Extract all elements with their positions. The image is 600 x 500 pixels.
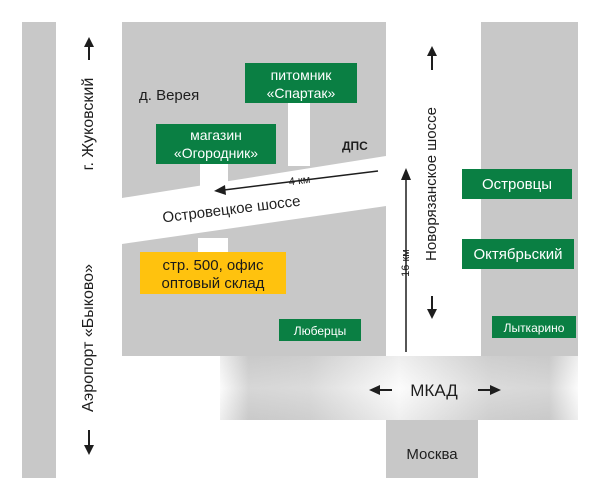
store-line2: оптовый склад: [162, 275, 265, 292]
moskva-label: Москва: [406, 446, 458, 463]
mkad-road-shade: [220, 356, 578, 420]
lyubertsy-sign: Люберцы: [279, 319, 361, 341]
side-road-pitomnik: [288, 100, 310, 166]
pitomnik-spartak-sign: питомник «Спартак»: [245, 63, 357, 103]
ostrovtsy-label: Островцы: [482, 176, 552, 193]
arrow-right-icon: [478, 385, 501, 395]
distance-16km-label: 16 км: [400, 249, 412, 277]
magazin-ogorodnik-sign: магазин «Огородник»: [156, 124, 276, 164]
distance-4km-label: 4 км: [288, 174, 311, 189]
oktyabrsky-label: Октябрьский: [474, 246, 563, 263]
ostrovtsy-sign: Островцы: [462, 169, 572, 199]
pitomnik-line1: питомник: [271, 67, 333, 83]
arrow-up-icon: [84, 37, 94, 60]
arrow-up-icon: [401, 168, 411, 352]
moskva-block: [386, 420, 478, 478]
arrow-left-icon: [369, 385, 392, 395]
dps-label: ДПС: [342, 139, 368, 153]
left-strip-block: [22, 22, 56, 478]
magazin-line1: магазин: [190, 127, 242, 143]
lytkarino-label: Лыткарино: [504, 321, 565, 335]
arrow-down-icon: [427, 296, 437, 319]
mkad-label: МКАД: [410, 381, 458, 400]
magazin-line2: «Огородник»: [174, 145, 258, 161]
oktyabrsky-sign: Октябрьский: [462, 239, 574, 269]
pitomnik-line2: «Спартак»: [267, 85, 336, 101]
zhukovsky-label: г. Жуковский: [80, 78, 97, 171]
novoryazanskoe-label: Новорязанское шоссе: [423, 107, 440, 261]
arrow-left-icon: [214, 170, 379, 195]
store-line1: стр. 500, офис: [163, 257, 264, 274]
lyubertsy-label: Люберцы: [294, 324, 346, 338]
arrow-down-icon: [84, 430, 94, 455]
arrow-up-icon: [427, 46, 437, 70]
airport-label: Аэропорт «Быково»: [80, 264, 97, 412]
lytkarino-sign: Лыткарино: [492, 316, 576, 338]
vereya-label: д. Верея: [139, 87, 199, 104]
store-office-box: стр. 500, офис оптовый склад: [140, 252, 286, 294]
